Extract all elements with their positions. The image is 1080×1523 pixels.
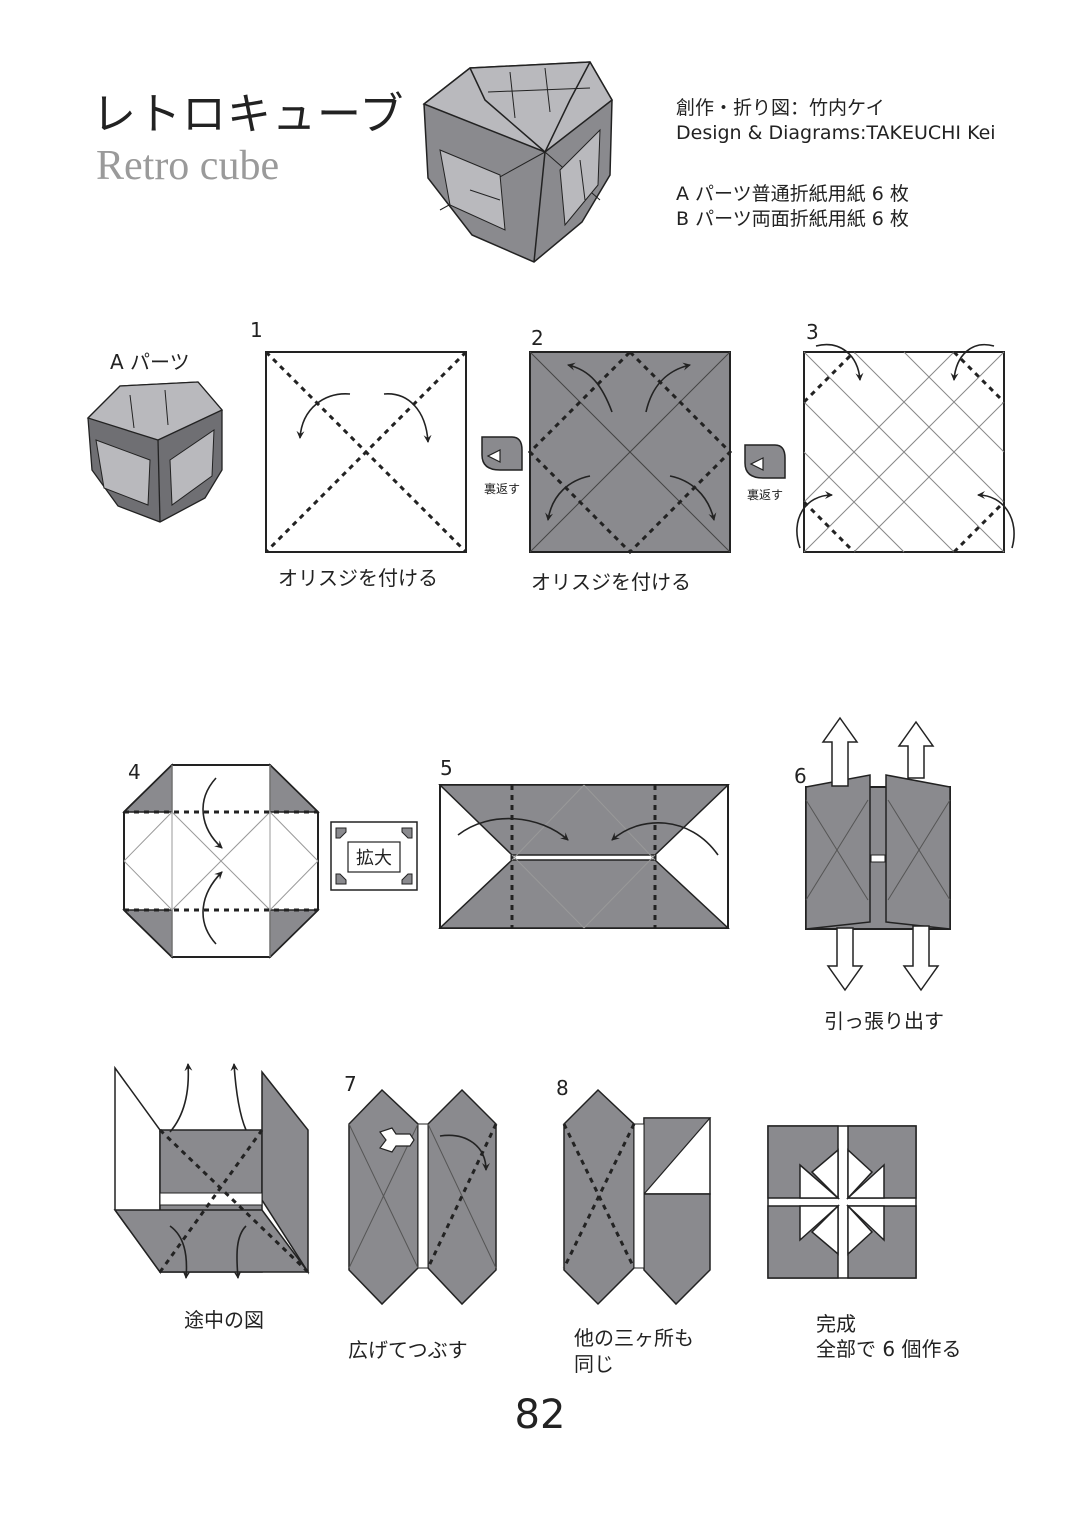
parts-b-note: B パーツ両面折紙用紙 6 枚 (676, 208, 909, 230)
step5-rectangle (438, 784, 730, 929)
caption-pull-out: 引っ張り出す (824, 1009, 944, 1033)
step3-square (796, 343, 1015, 554)
step6-shape (805, 716, 951, 992)
step-number-1: 1 (250, 318, 263, 342)
turn-over-icon-2 (744, 444, 786, 479)
turn-over-label-1: 裏返す (484, 482, 521, 496)
caption-crease-2: オリスジを付ける (531, 570, 691, 594)
credit-english: Design & Diagrams:TAKEUCHI Kei (676, 122, 996, 144)
caption-done-2: 全部で 6 個作る (816, 1337, 962, 1361)
caption-done-1: 完成 (816, 1312, 856, 1336)
step-number-4: 4 (128, 760, 141, 784)
in-progress-shape (113, 1063, 310, 1279)
caption-spread-squash: 広げてつぶす (348, 1338, 468, 1362)
enlarge-icon: 拡大 (330, 821, 418, 891)
title-japanese: レトロキューブ (92, 89, 405, 140)
caption-crease-1: オリスジを付ける (278, 566, 438, 590)
finished-a-part (767, 1125, 917, 1279)
step-number-5: 5 (440, 756, 453, 780)
step8-shape (562, 1088, 712, 1306)
step-number-7: 7 (344, 1072, 357, 1096)
page-number: 82 (514, 1392, 566, 1438)
caption-other-three-2: 同じ (574, 1352, 614, 1376)
turn-over-label-2: 裏返す (747, 488, 784, 502)
enlarge-label: 拡大 (356, 848, 392, 869)
caption-other-three-1: 他の三ヶ所も (574, 1326, 694, 1350)
finished-cube-illustration (422, 61, 613, 263)
step7-shape (348, 1088, 498, 1306)
title-english: Retro cube (96, 143, 280, 189)
a-part-cube-illustration (86, 381, 224, 523)
step-number-3: 3 (806, 320, 819, 344)
credit-japanese: 創作・折り図：竹内ケイ (676, 97, 885, 119)
step2-square (527, 349, 733, 555)
step4-octagon (122, 763, 320, 959)
step-number-6: 6 (794, 764, 807, 788)
parts-a-note: A パーツ普通折紙用紙 6 枚 (676, 183, 909, 205)
turn-over-icon-1 (481, 436, 523, 471)
caption-in-progress: 途中の図 (184, 1308, 264, 1332)
parts-label: A パーツ (110, 350, 190, 374)
step-number-8: 8 (556, 1076, 569, 1100)
step1-square (264, 350, 468, 554)
step-number-2: 2 (531, 326, 544, 350)
